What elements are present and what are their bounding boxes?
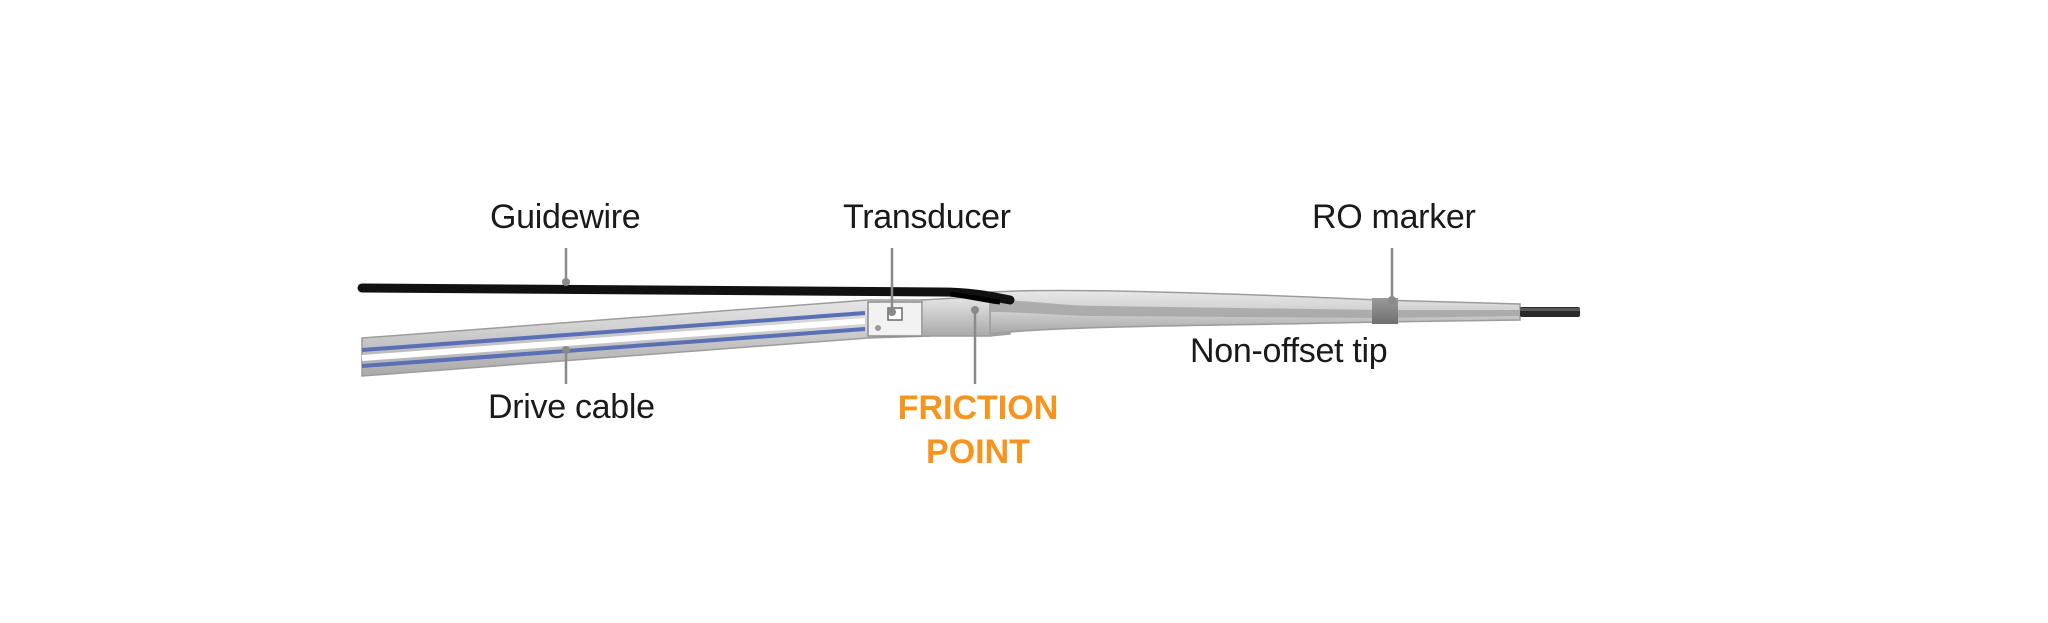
non-offset-tip-label: Non-offset tip bbox=[1190, 332, 1388, 370]
friction-point-label: FRICTION POINT bbox=[878, 386, 1078, 474]
ro-marker-label: RO marker bbox=[1312, 198, 1476, 236]
drive-cable-leader-dot bbox=[562, 346, 570, 354]
guidewire-leader-dot bbox=[562, 278, 570, 286]
drive-cable-strand bbox=[361, 318, 866, 361]
friction-point-line2: POINT bbox=[926, 433, 1030, 471]
friction-leader-dot bbox=[971, 306, 979, 314]
friction-point-line1: FRICTION bbox=[897, 389, 1059, 427]
guidewire bbox=[357, 283, 1015, 305]
drive-cable-label: Drive cable bbox=[488, 388, 655, 426]
ro-marker-leader-dot bbox=[1388, 296, 1396, 304]
guidewire-label: Guidewire bbox=[490, 198, 641, 236]
transducer-leader-dot bbox=[888, 308, 896, 316]
drive-cable-strand bbox=[361, 311, 866, 352]
transducer-label: Transducer bbox=[843, 198, 1011, 236]
leader-lines bbox=[564, 248, 1394, 384]
drive-cable-strand bbox=[361, 327, 866, 368]
